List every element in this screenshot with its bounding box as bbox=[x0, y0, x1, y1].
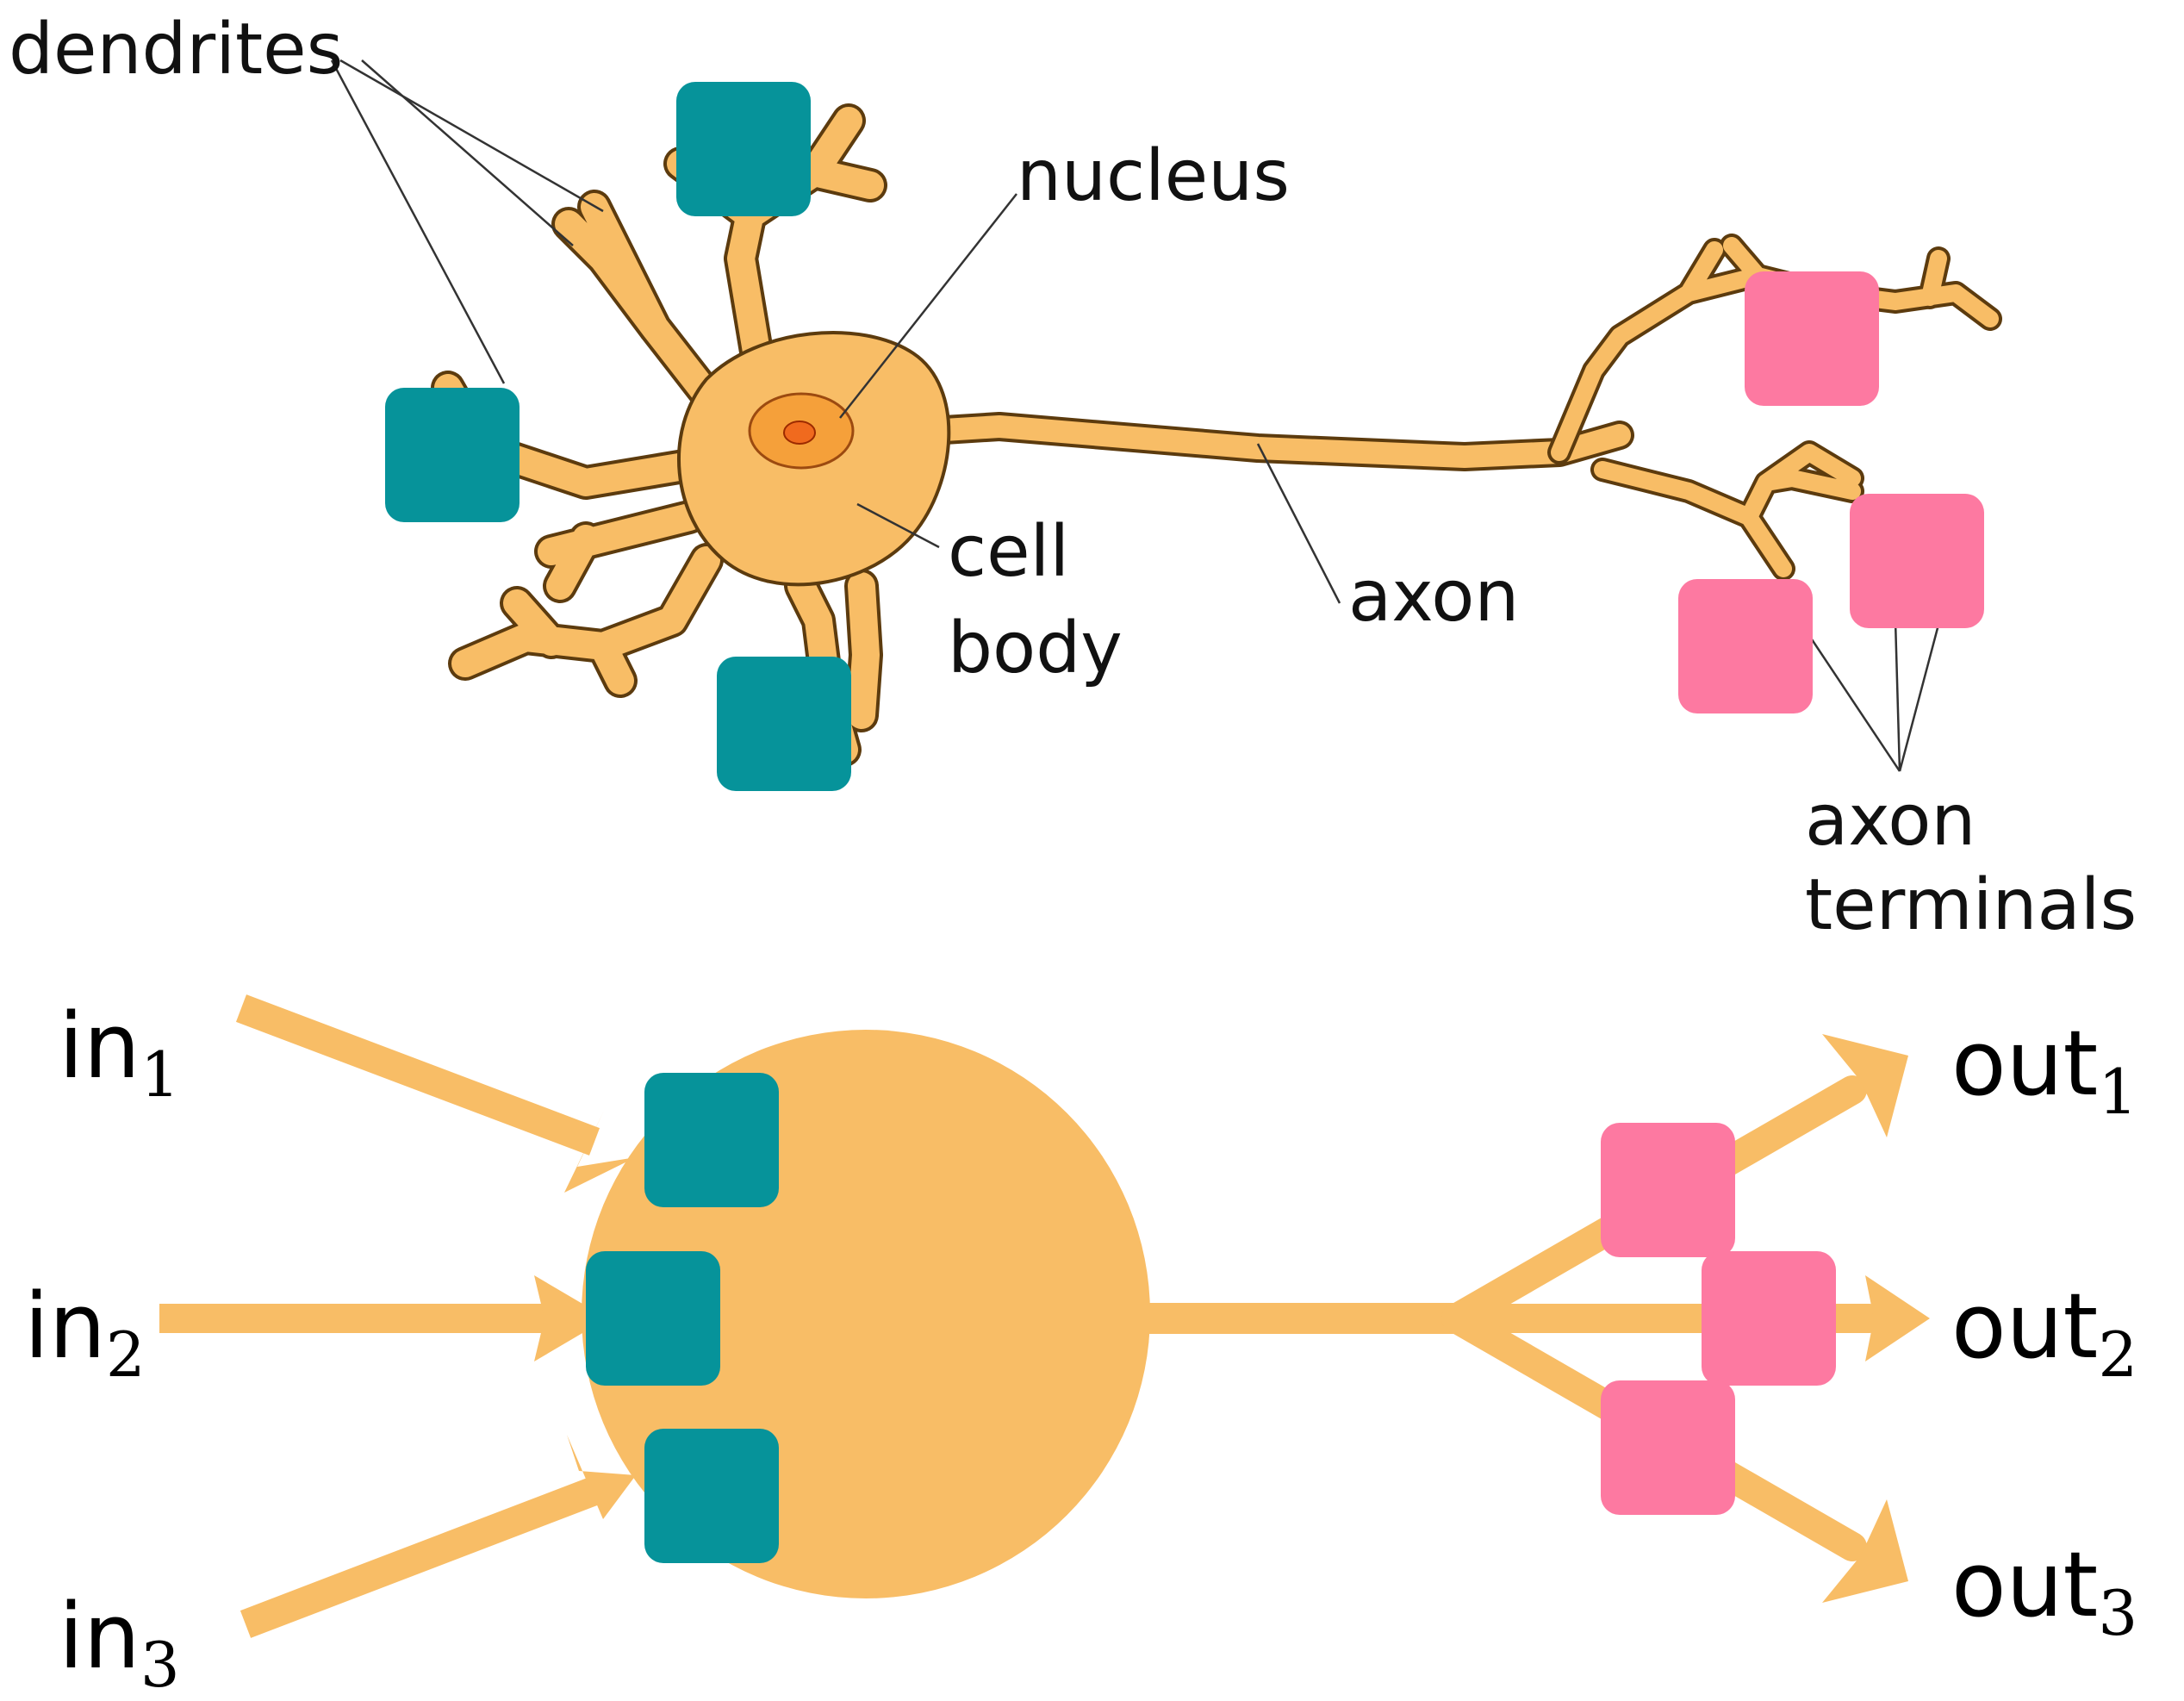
label-cell-body-1: cell bbox=[948, 511, 1069, 593]
output-marker bbox=[1678, 579, 1813, 713]
output-label-1: out1 bbox=[1951, 1011, 2137, 1128]
biological-neuron: dendrites nucleus cell body axon axon te… bbox=[9, 9, 2137, 946]
output-marker bbox=[1601, 1380, 1735, 1515]
output-marker bbox=[1850, 494, 1984, 628]
output-arrow-2-head bbox=[1865, 1275, 1930, 1361]
output-marker bbox=[1702, 1251, 1836, 1386]
input-label-3: in3 bbox=[59, 1584, 180, 1701]
input-labels: in1 in2 in3 bbox=[24, 994, 180, 1701]
label-cell-body-2: body bbox=[948, 608, 1123, 689]
input-label-1: in1 bbox=[59, 994, 180, 1111]
input-arrow-1 bbox=[241, 1008, 594, 1142]
label-axon-terminals-1: axon bbox=[1805, 780, 1976, 862]
output-label-3: out3 bbox=[1951, 1532, 2137, 1649]
input-marker bbox=[717, 657, 851, 791]
nucleus-shape bbox=[750, 394, 853, 468]
output-labels: out1 out2 out3 bbox=[1951, 1011, 2137, 1649]
input-marker bbox=[586, 1251, 720, 1386]
output-label-2: out2 bbox=[1951, 1274, 2137, 1391]
label-nucleus: nucleus bbox=[1017, 135, 1290, 217]
output-marker bbox=[1601, 1123, 1735, 1257]
output-arrows bbox=[1456, 1034, 1930, 1603]
input-label-2: in2 bbox=[24, 1274, 146, 1391]
input-marker bbox=[644, 1429, 779, 1563]
axon-body bbox=[930, 427, 1620, 457]
label-axon-terminals-2: terminals bbox=[1805, 864, 2137, 946]
artificial-neuron: in1 in2 in3 out1 out2 out3 bbox=[24, 994, 2137, 1701]
input-arrow-3 bbox=[246, 1491, 594, 1624]
output-marker bbox=[1745, 271, 1879, 406]
label-dendrites: dendrites bbox=[9, 9, 343, 90]
input-marker bbox=[385, 388, 520, 522]
input-arrows bbox=[159, 1008, 636, 1624]
input-marker bbox=[644, 1073, 779, 1207]
label-axon: axon bbox=[1348, 556, 1519, 638]
input-marker bbox=[676, 82, 811, 216]
